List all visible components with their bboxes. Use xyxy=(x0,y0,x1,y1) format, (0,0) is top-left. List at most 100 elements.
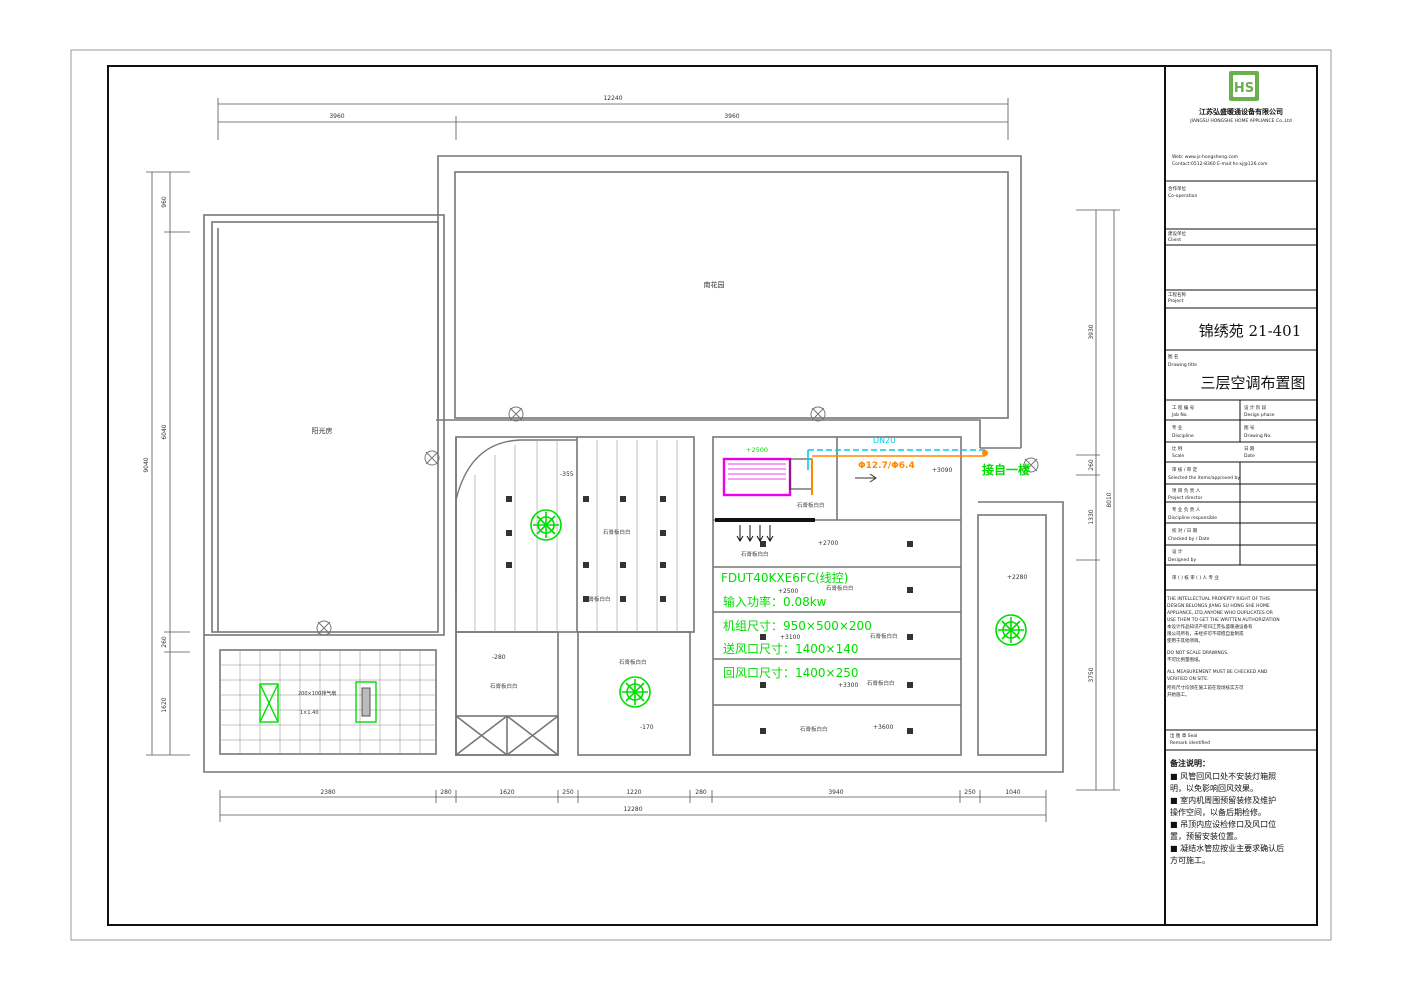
note-line: ■ 凝结水管应按业主要求确认后 xyxy=(1170,843,1284,853)
level-label: +2280 xyxy=(1007,574,1027,581)
coop-label: 合作单位 xyxy=(1168,185,1186,192)
drawing-label: 图 名 xyxy=(1168,353,1178,360)
des-en: Designed by xyxy=(1168,557,1196,563)
hvac-unit-size: 机组尺寸：950×500×200 xyxy=(723,619,872,633)
company-contact: Contact:0512-8360 E-mail:hs-xj@126.com xyxy=(1172,161,1267,167)
notes-list: ■ 风管回风口处不安装灯箱照 明，以免影响回风效果。 ■ 室内机周围预留装修及维… xyxy=(1170,771,1284,865)
curved-ceiling xyxy=(455,439,577,595)
project-en: Project xyxy=(1168,298,1184,304)
dim-bottom-seg: 2380 xyxy=(320,789,335,796)
job-label: 工 程 编 号 xyxy=(1172,404,1195,411)
legal-line: APPLIANCE,.LTD.ANYONE WHO DUPLICATES OR xyxy=(1167,610,1273,616)
ceiling-label: 石膏板白白 xyxy=(800,725,828,733)
dim-left-a: 960 xyxy=(161,196,168,208)
title-block xyxy=(1164,66,1317,925)
hvac-power: 输入功率：0.08kw xyxy=(723,594,827,609)
drain-label: DN20 xyxy=(873,436,895,445)
drawing-en: Drawing title xyxy=(1168,362,1197,368)
ceiling-label: 石膏板白白 xyxy=(583,595,611,603)
dwgno-label: 图 号 xyxy=(1244,425,1255,431)
dim-bottom-seg: 280 xyxy=(440,789,452,796)
level-label: +3100 xyxy=(780,634,800,641)
design-label: 设 计 阶 段 xyxy=(1244,404,1267,411)
dim-right-b: 260 xyxy=(1088,459,1095,471)
legal-line: 本设计作品知识产权归江苏弘盛暖通设备有 xyxy=(1167,623,1253,630)
legal-line: VERIFIED ON SITE. xyxy=(1167,676,1209,682)
client-en: Client xyxy=(1168,237,1181,243)
legal-line: 开始施工。 xyxy=(1167,691,1190,698)
notes-title: 备注说明： xyxy=(1169,758,1210,768)
ceiling-label: 石膏板白白 xyxy=(741,550,769,558)
client-label: 建设单位 xyxy=(1168,230,1186,237)
pipe-label: Φ12.7/Φ6.4 xyxy=(858,461,915,471)
hvac-model: FDUT40KXE6FC(线控) xyxy=(721,571,848,585)
legal-line: THE INTELLECTUAL PROPERTY RIGHT OF THIS xyxy=(1166,596,1270,602)
company-name-en: JIANGSU HONGSHE HOME APPLIANCE Co.,Ltd xyxy=(1189,118,1292,124)
dim-left-total: 9040 xyxy=(143,457,150,472)
indoor-unit-icon xyxy=(715,457,877,542)
legal-line: 不可比例量图纸。 xyxy=(1167,656,1203,663)
resp-label: 专 业 负 责 人 xyxy=(1172,506,1201,513)
legal-line: DESIGN BELONGS JIANG SU HONG SHE HOME xyxy=(1167,603,1270,609)
disc-en: Discipline xyxy=(1172,433,1194,439)
scale-en: Scale xyxy=(1172,453,1184,459)
dim-bottom-seg: 1620 xyxy=(499,789,514,796)
ceiling-stripes xyxy=(474,440,678,632)
dim-left-b: 6040 xyxy=(161,424,168,439)
note-line: 操作空间，以备后期检修。 xyxy=(1170,807,1266,817)
level-label: -355 xyxy=(560,471,574,478)
dim-bottom-seg: 280 xyxy=(695,789,707,796)
drawing-title: 三层空调布置图 xyxy=(1200,374,1305,392)
legal-line: DO NOT SCALE DRAWINGS. xyxy=(1167,650,1229,656)
note-line: ■ 吊顶内应设检修口及风口位 xyxy=(1170,819,1276,829)
dim-right-total: 8010 xyxy=(1106,492,1113,507)
air-diffuser-icon xyxy=(530,509,562,541)
date-en: Date xyxy=(1244,453,1255,459)
sel-label: 审 核 / 审 定 xyxy=(1172,466,1198,473)
ceiling-label: 石膏板白白 xyxy=(797,501,825,509)
level-labels: -355 +3090 +2700 +2500 +3100 -280 +3300 … xyxy=(492,467,1027,731)
dim-top-right: 3960 xyxy=(724,113,739,120)
stamp-en: Remark identified xyxy=(1170,740,1210,746)
dimension-lines xyxy=(146,98,1120,822)
dir-en: Project director xyxy=(1168,495,1202,501)
dim-top-total: 12240 xyxy=(603,95,622,102)
date-label: 日 期 xyxy=(1244,446,1255,452)
job-en: Job No. xyxy=(1171,412,1188,418)
project-label: 工程名称 xyxy=(1168,291,1186,298)
note-line: ■ 风管回风口处不安装灯箱照 xyxy=(1170,771,1276,781)
ceiling-label: 石膏板白白 xyxy=(490,682,518,690)
dim-bottom-seg: 250 xyxy=(964,789,976,796)
resp-en: Discipline responsible xyxy=(1168,515,1217,521)
level-label: +3300 xyxy=(838,682,858,689)
design-en: Design phase xyxy=(1244,412,1275,418)
legal-line: ALL MEASUREMENT MUST BE CHECKED AND xyxy=(1167,669,1268,675)
dwgno-en: Drawing No. xyxy=(1244,433,1272,439)
level-label: +2700 xyxy=(818,540,838,547)
dim-bottom-seg: 250 xyxy=(562,789,574,796)
note-line: 置，预留安装位置。 xyxy=(1170,831,1242,841)
legal-line: 限公司所有，未经许可不得擅自复制或 xyxy=(1167,630,1244,637)
dim-top-left: 3960 xyxy=(329,113,344,120)
sel-en: Selected the items/approved by xyxy=(1168,475,1240,481)
dim-bottom-seg: 3940 xyxy=(828,789,843,796)
inner-frame xyxy=(107,65,1318,926)
legal-line: USE THEM TO GET THE WRITTEN AUTHORIZATIO… xyxy=(1167,617,1280,623)
hvac-return-size: 回风口尺寸：1400×250 xyxy=(723,666,859,680)
chk-label: 校 对 / 日 期 xyxy=(1172,527,1198,534)
ceiling-labels: 石膏板白白 石膏板白白 石膏板白白 石膏板白白 石膏板白白 石膏板白白 石膏板白… xyxy=(490,501,898,733)
level-label: -170 xyxy=(640,724,654,731)
level-label: +3600 xyxy=(873,724,893,731)
project-name: 锦绣苑 21-401 xyxy=(1199,322,1302,340)
room-label-south-garden: 南花园 xyxy=(704,280,725,289)
level-label: -280 xyxy=(492,654,506,661)
ceiling-label: 石膏板白白 xyxy=(870,632,898,640)
ceiling-label: 石膏板白白 xyxy=(603,528,631,536)
company-name-cn: 江苏弘盛暖通设备有限公司 xyxy=(1199,107,1283,116)
coop-en: Co-operation xyxy=(1168,193,1197,199)
downlight-icons xyxy=(506,496,913,734)
legal-line: 使用于其他项目。 xyxy=(1167,637,1203,644)
level-label: +2500 xyxy=(778,588,798,595)
note-line: ■ 室内机周围预留装修及维护 xyxy=(1170,795,1276,805)
